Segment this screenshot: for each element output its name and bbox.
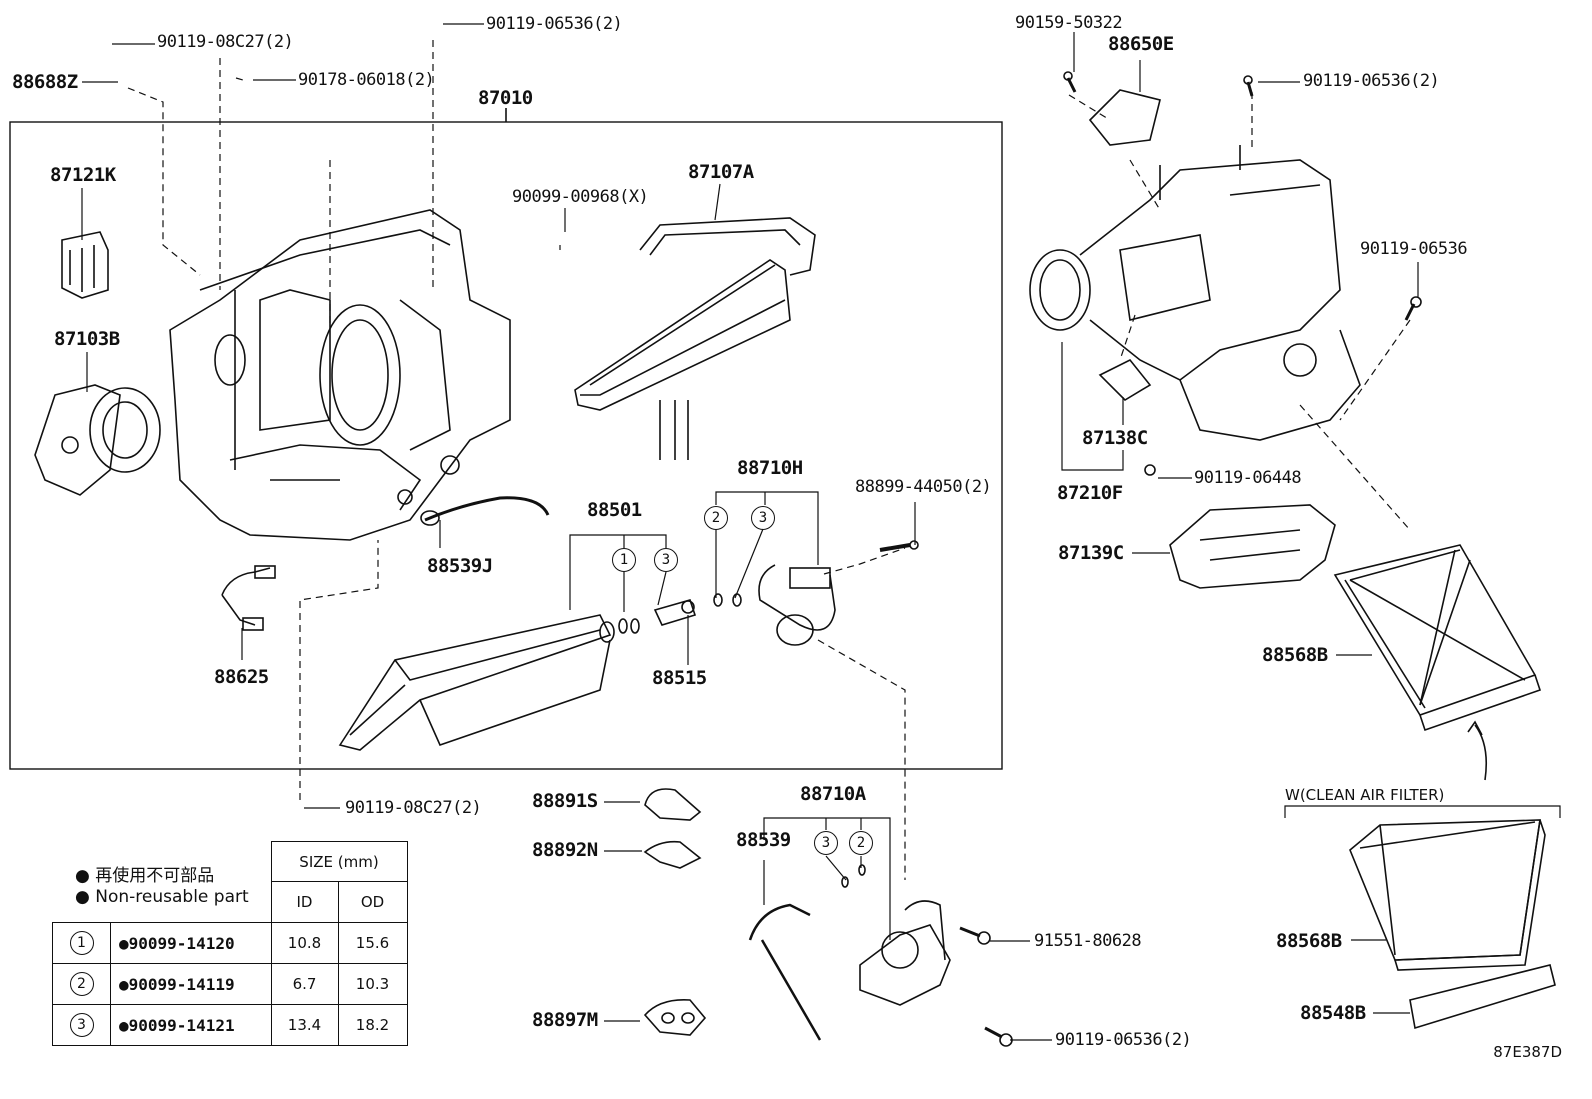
label-87103B: 87103B	[54, 328, 120, 350]
callout-2: 2	[704, 506, 728, 530]
grommet-88897M-sketch	[643, 998, 707, 1036]
table-row: 3 ●90099-14121 13.4 18.2	[52, 1004, 408, 1046]
pipe-88710A-sketch	[841, 864, 951, 1006]
table-row: 2 ●90099-14119 6.7 10.3	[52, 963, 408, 1005]
sensor-88625-sketch	[221, 565, 276, 631]
diagram-code: 87E387D	[1493, 1043, 1562, 1061]
id-header: ID	[270, 881, 339, 923]
label-88515: 88515	[652, 667, 707, 689]
label-88548B: 88548B	[1300, 1002, 1366, 1024]
callout-3: 3	[654, 548, 678, 572]
label-90099-00968: 90099-00968(X)	[512, 187, 649, 207]
label-87010: 87010	[478, 87, 533, 109]
bracket-87121K-sketch	[61, 231, 109, 299]
label-88710H: 88710H	[737, 457, 803, 479]
label-88650E: 88650E	[1108, 33, 1174, 55]
blower-motor-87103B-sketch	[34, 384, 161, 496]
expansion-valve-88515-sketch	[653, 599, 697, 626]
label-88539J: 88539J	[427, 555, 493, 577]
clamp-88891S-sketch	[644, 788, 702, 821]
od-value: 10.3	[337, 963, 408, 1005]
label-90119-06536-right: 90119-06536(2)	[1303, 71, 1440, 91]
label-88899-44050: 88899-44050(2)	[855, 477, 992, 497]
label-88688Z: 88688Z	[12, 71, 78, 93]
label-90119-08C27-top: 90119-08C27(2)	[157, 32, 294, 52]
legend-en-text: Non-reusable part	[95, 887, 249, 907]
label-88897M: 88897M	[532, 1009, 598, 1031]
label-90159-50322: 90159-50322	[1015, 13, 1123, 33]
label-88710A: 88710A	[800, 783, 866, 805]
table-row: 1 ●90099-14120 10.8 15.6	[52, 922, 408, 964]
legend-jp-text: 再使用不可部品	[95, 866, 215, 886]
label-87210F: 87210F	[1057, 482, 1123, 504]
label-88501: 88501	[587, 499, 642, 521]
hose-88539J-sketch	[424, 496, 550, 522]
legend-jp: ● 再使用不可部品	[75, 866, 215, 886]
assembly-87010-frame	[9, 121, 1003, 770]
hose-88539-sketch	[748, 903, 822, 1041]
label-88568B-bottom: 88568B	[1276, 930, 1342, 952]
heater-case-sketch	[169, 209, 511, 541]
od-value: 18.2	[337, 1004, 408, 1046]
filter-88568B-bottom-sketch	[1349, 819, 1546, 971]
label-90119-08C27-bottom: 90119-08C27(2)	[345, 798, 482, 818]
label-88891S: 88891S	[532, 790, 598, 812]
label-88892N: 88892N	[532, 839, 598, 861]
pipe-88710H-sketch	[758, 564, 836, 646]
callout-2: 2	[849, 831, 873, 855]
module-88650E-sketch	[1088, 89, 1161, 146]
callout-1: 1	[612, 548, 636, 572]
evaporator-88501-sketch	[338, 614, 615, 751]
blower-case-87210F-sketch	[1029, 145, 1361, 441]
od-header: OD	[337, 881, 408, 923]
id-value: 13.4	[270, 1004, 339, 1046]
frame-88548B-sketch	[1409, 964, 1556, 1030]
heater-core-87107A-sketch	[574, 217, 816, 460]
label-87107A: 87107A	[688, 161, 754, 183]
size-header: SIZE (mm)	[270, 841, 408, 882]
callout-3: 3	[814, 831, 838, 855]
label-90119-06536-single: 90119-06536	[1360, 239, 1468, 259]
label-90119-06536-bottom: 90119-06536(2)	[1055, 1030, 1192, 1050]
id-value: 10.8	[270, 922, 339, 964]
part-number: ●90099-14120	[110, 922, 272, 964]
part-number: ●90099-14119	[110, 963, 272, 1005]
actuator-87138C-sketch	[1098, 358, 1152, 402]
row-number: 3	[69, 1013, 94, 1037]
label-91551-80628: 91551-80628	[1034, 931, 1142, 951]
label-90119-06448: 90119-06448	[1194, 468, 1302, 488]
clean-air-filter-label: W(CLEAN AIR FILTER)	[1285, 786, 1445, 804]
part-number: ●90099-14121	[110, 1004, 272, 1046]
label-87121K: 87121K	[50, 164, 116, 186]
row-number: 1	[69, 931, 94, 955]
clamp-88892N-sketch	[643, 840, 702, 869]
od-value: 15.6	[337, 922, 408, 964]
oring-size-table: SIZE (mm) ID OD 1 ●90099-14120 10.8 15.6…	[52, 841, 408, 1046]
label-87139C: 87139C	[1058, 542, 1124, 564]
legend-en: ● Non-reusable part	[75, 887, 249, 907]
label-88539: 88539	[736, 829, 791, 851]
label-90178-06018: 90178-06018(2)	[298, 70, 435, 90]
id-value: 6.7	[270, 963, 339, 1005]
row-number: 2	[69, 972, 94, 996]
callout-3: 3	[751, 506, 775, 530]
label-90119-06536-top: 90119-06536(2)	[486, 14, 623, 34]
filter-88568B-top-sketch	[1333, 544, 1542, 732]
label-87138C: 87138C	[1082, 427, 1148, 449]
label-88625: 88625	[214, 666, 269, 688]
label-88568B-top: 88568B	[1262, 644, 1328, 666]
frame-87139C-sketch	[1169, 504, 1336, 589]
